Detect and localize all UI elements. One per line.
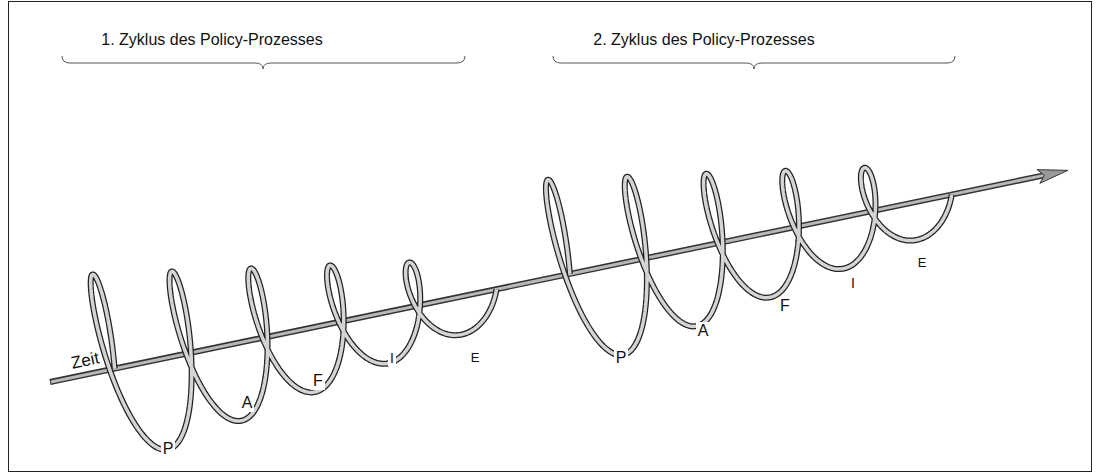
axis-label: Zeit	[69, 348, 101, 373]
spiral-ribbon	[546, 168, 952, 355]
spiral-ribbon	[91, 262, 497, 449]
phase-letter: A	[696, 322, 711, 340]
phase-letter: P	[614, 349, 629, 367]
arrow-head	[1037, 170, 1068, 184]
phase-letter: A	[240, 394, 255, 412]
phase-letter: I	[849, 275, 857, 291]
brace	[553, 56, 955, 69]
brace	[62, 56, 465, 69]
spiral-outline	[91, 262, 497, 449]
phase-letter: P	[161, 440, 176, 458]
phase-letter: I	[388, 350, 396, 366]
phase-letter: F	[311, 372, 325, 390]
phase-letter: E	[916, 256, 929, 271]
cycle-heading: 1. Zyklus des Policy-Prozesses	[101, 31, 322, 49]
frame	[9, 2, 1092, 472]
phase-letter: E	[469, 351, 482, 366]
phase-letter: F	[778, 297, 792, 315]
cycle-heading: 2. Zyklus des Policy-Prozesses	[593, 31, 814, 49]
spiral-group	[91, 168, 952, 450]
spiral-outline	[546, 168, 952, 355]
